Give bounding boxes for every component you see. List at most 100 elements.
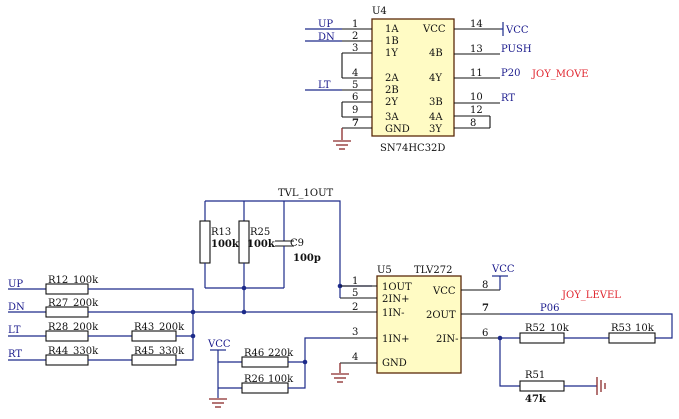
r46-value: 220k xyxy=(268,348,294,359)
feedback-network: TVL_1OUT R13 100k R25 100k C9 100p xyxy=(199,188,372,315)
u4-pin-name: 2Y xyxy=(385,97,398,108)
r27-value: 200k xyxy=(73,298,99,309)
joy-move-label: JOY_MOVE xyxy=(531,69,589,80)
r12-value: 100k xyxy=(73,275,99,286)
u4-pin-num: 5 xyxy=(352,80,358,91)
p06-label: P06 xyxy=(540,303,559,314)
u4-pin-name: 4A xyxy=(429,112,443,123)
u4-pin-name: GND xyxy=(385,124,410,135)
u4-net-push: PUSH xyxy=(501,44,532,55)
r44-value: 330k xyxy=(73,346,99,357)
u5-pin-num: 1 xyxy=(352,276,358,287)
u4-pin-name: 2A xyxy=(385,73,399,84)
r13-ref: R13 xyxy=(211,227,231,238)
u4-pin-num: 7 xyxy=(352,118,359,129)
r46-ref: R46 xyxy=(244,348,264,359)
u4-body xyxy=(371,18,455,137)
u5-pin-num: 8 xyxy=(482,280,488,291)
u5-pin-num: 6 xyxy=(482,328,488,339)
u5-designator: U5 xyxy=(377,265,392,276)
r51-body xyxy=(519,380,565,392)
u5-pin-name: 1IN- xyxy=(382,308,404,319)
u4-pin-num: 9 xyxy=(352,105,358,116)
u4-pin-name: 1A xyxy=(385,24,399,35)
tvl-1out-label: TVL_1OUT xyxy=(278,188,334,199)
input-dn-label: DN xyxy=(8,302,25,313)
u5-pin-num: 7 xyxy=(482,303,489,314)
u4-net-dn: DN xyxy=(318,32,335,43)
u5-part-number: TLV272 xyxy=(414,265,452,276)
u4-pin-num: 12 xyxy=(470,105,483,116)
r28-ref: R28 xyxy=(48,322,68,333)
r45-ref: R45 xyxy=(134,346,154,357)
u5-pin-name: 1IN+ xyxy=(382,334,409,345)
u5-body xyxy=(376,275,462,374)
r52-body xyxy=(519,332,565,344)
u5-pin-name: 2IN- xyxy=(436,334,458,345)
u4-pin-num: 11 xyxy=(470,68,483,79)
input-rt-label: RT xyxy=(8,349,22,360)
c9-value: 100p xyxy=(293,253,321,264)
u4-pin-name: VCC xyxy=(422,24,446,35)
input-network: UP R12 100k DN R27 200k LT R28 200k R43 … xyxy=(8,275,340,366)
r53-body xyxy=(608,332,656,344)
output-divider: P06 JOY_LEVEL R52 10k R53 10k R51 47k xyxy=(497,290,673,405)
u4-net-lt: LT xyxy=(318,80,331,91)
u4-part-number: SN74HC32D xyxy=(380,143,445,154)
u4-pin-num: 14 xyxy=(470,19,483,30)
u4-pin-name: 4Y xyxy=(429,73,442,84)
r52-value: 10k xyxy=(550,323,570,334)
u4-pin-num: 1 xyxy=(352,19,358,30)
u5-vcc-label: VCC xyxy=(491,264,515,275)
joy-level-label: JOY_LEVEL xyxy=(561,290,621,301)
u4-pin-name: 3B xyxy=(429,97,443,108)
vcc-lower-label: VCC xyxy=(207,339,231,350)
bias-network: VCC R46 220k R26 100k xyxy=(207,337,340,408)
u5-pin-num: 2 xyxy=(352,302,358,313)
u4-pin-num: 2 xyxy=(352,31,358,42)
r26-value: 100k xyxy=(268,374,294,385)
r51-ref: R51 xyxy=(525,370,545,381)
input-up-label: UP xyxy=(8,279,23,290)
r28-value: 200k xyxy=(73,322,99,333)
u5-pin-num: 4 xyxy=(352,352,358,363)
u5-pin-name: 2IN+ xyxy=(382,294,409,305)
u4-pin-name: 3Y xyxy=(429,124,442,135)
u4-pin-num: 4 xyxy=(352,68,358,79)
u5-pin-num: 5 xyxy=(352,288,358,299)
u5-pin-name: 2OUT xyxy=(426,310,456,321)
r52-ref: R52 xyxy=(525,323,545,334)
u4-pin-num: 8 xyxy=(470,118,476,129)
r53-ref: R53 xyxy=(611,323,631,334)
u4-pin-num: 3 xyxy=(352,43,358,54)
r53-value: 10k xyxy=(635,323,655,334)
r44-ref: R44 xyxy=(48,346,68,357)
u5-pin-num: 3 xyxy=(352,327,358,338)
u4-pin-name: 1Y xyxy=(385,48,398,59)
r13-body xyxy=(199,220,211,264)
r45-value: 330k xyxy=(159,346,185,357)
r27-ref: R27 xyxy=(48,298,68,309)
u4-net-vcc: VCC xyxy=(505,25,529,36)
r12-ref: R12 xyxy=(48,275,68,286)
u5-pin-name: GND xyxy=(382,358,407,369)
u4-pin-name: 4B xyxy=(429,48,443,59)
r25-ref: R25 xyxy=(250,227,270,238)
u4-net-rt: RT xyxy=(501,93,515,104)
u4-chip: U4 SN74HC32D 1 2 3 4 5 6 9 7 1A 1B 1Y 2A… xyxy=(305,6,589,154)
u4-pin-name: 2B xyxy=(385,85,399,96)
u4-pin-name: 3A xyxy=(385,112,399,123)
input-lt-label: LT xyxy=(8,325,21,336)
u5-pin-name: 1OUT xyxy=(382,282,412,293)
u4-designator: U4 xyxy=(372,6,387,17)
r26-ref: R26 xyxy=(244,374,264,385)
u4-pin-num: 10 xyxy=(470,92,483,103)
u4-pin-num: 13 xyxy=(470,44,483,55)
r51-value: 47k xyxy=(525,394,547,405)
u4-pin-num: 6 xyxy=(352,92,358,103)
u5-chip: U5 TLV272 1 5 2 3 4 1OUT 2IN+ 1IN- 1IN+ … xyxy=(331,264,515,383)
r25-value: 100k xyxy=(247,239,276,250)
r43-ref: R43 xyxy=(134,322,154,333)
